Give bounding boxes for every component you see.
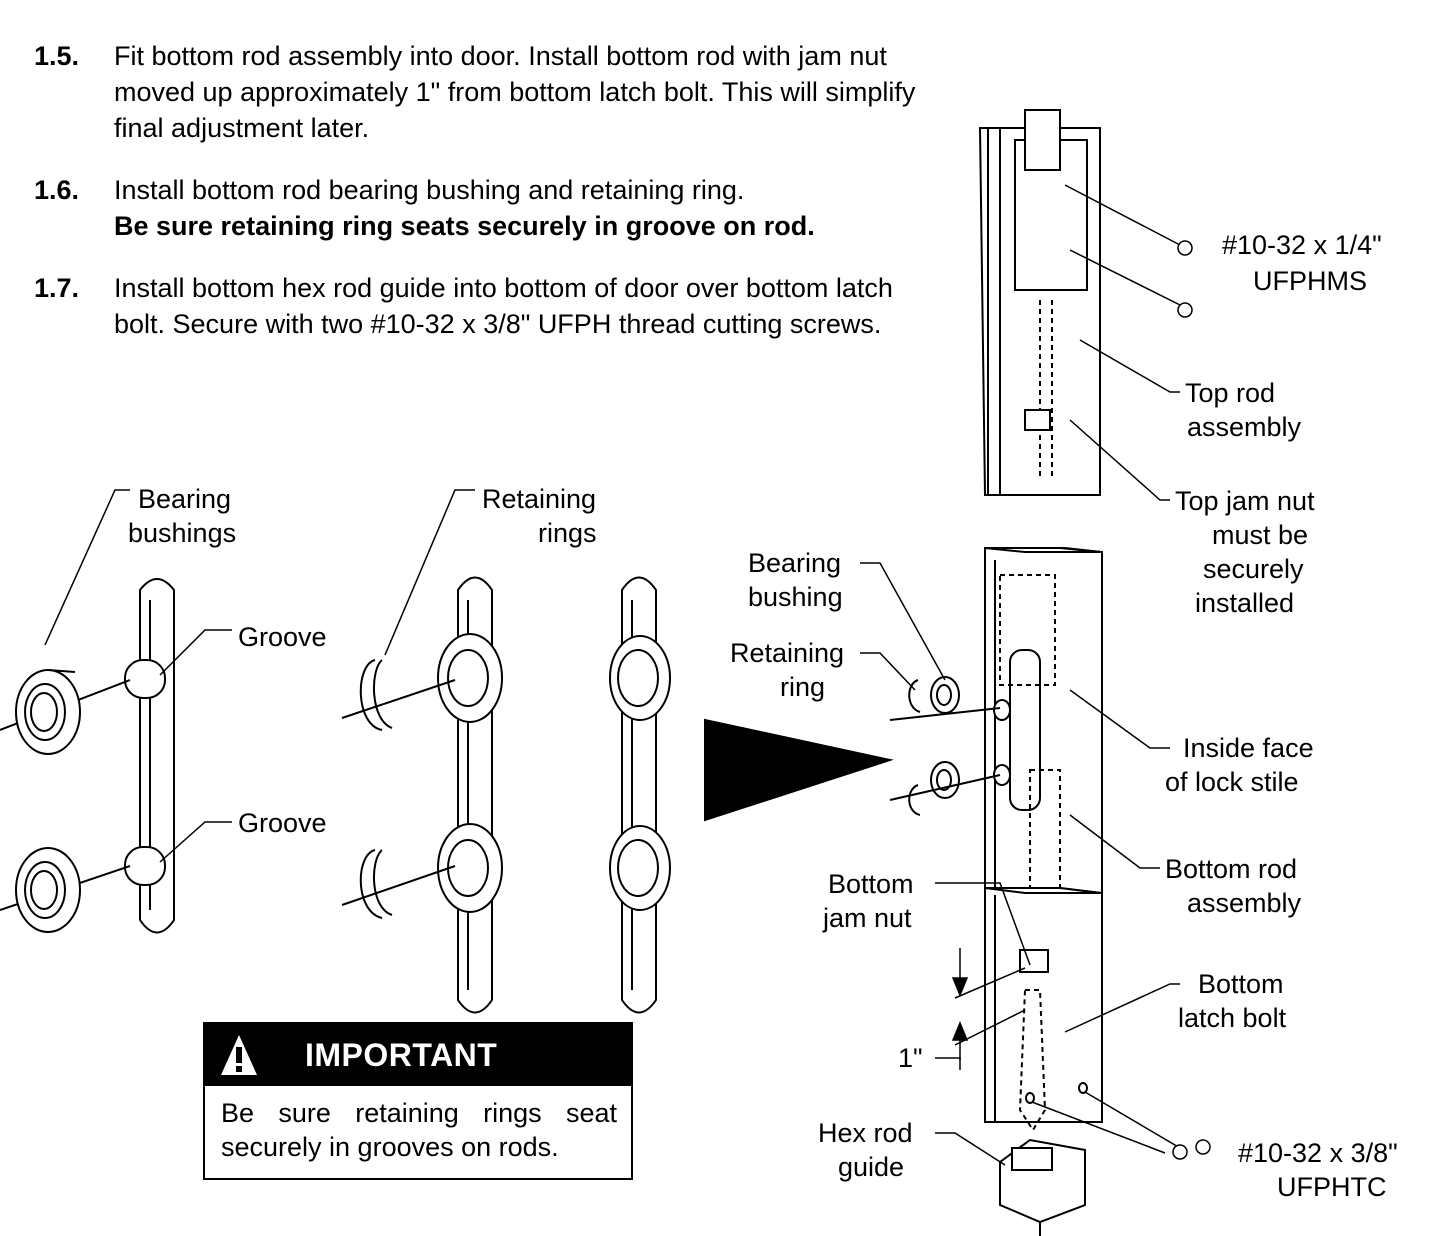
- label-hex-rod-1: Hex rod: [818, 1118, 913, 1148]
- label-hex-rod-2: guide: [838, 1152, 904, 1182]
- label-retaining-rings-1: Retaining: [482, 484, 596, 514]
- label-top-jam-3: securely: [1203, 554, 1304, 584]
- bushing-assembly: [889, 676, 1001, 816]
- retaining-ring-top: [359, 659, 393, 731]
- leaders-top: [1064, 184, 1193, 501]
- step-number: 1.6.: [34, 175, 80, 205]
- label-retaining-ring-1: Retaining: [730, 638, 844, 668]
- label-retaining-rings-2: rings: [538, 518, 597, 548]
- leaders-middle: [860, 562, 1170, 869]
- leader-lines-left: [44, 489, 232, 863]
- rod-with-rings: [341, 576, 503, 1014]
- label-screw-bottom-2: UFPHTC: [1277, 1172, 1387, 1202]
- bearing-bushing-top: [15, 669, 81, 755]
- step-emphasis: Be sure retaining ring seats securely in…: [114, 211, 815, 241]
- important-title: IMPORTANT: [305, 1036, 498, 1073]
- instruction-steps: 1.5. Fit bottom rod assembly into door. …: [34, 38, 934, 368]
- label-top-jam-1: Top jam nut: [1175, 486, 1315, 516]
- important-notice: IMPORTANT Be sure retaining rings seat s…: [203, 1022, 633, 1180]
- label-bearing-bushing-1: Bearing: [748, 548, 841, 578]
- label-groove-bottom: Groove: [238, 808, 327, 838]
- label-bottom-rod-1: Bottom rod: [1165, 854, 1297, 884]
- step-1-5: 1.5. Fit bottom rod assembly into door. …: [34, 38, 934, 146]
- important-text: Be sure retaining rings seat securely in…: [221, 1098, 617, 1162]
- label-bearing-bushings-2: bushings: [128, 518, 236, 548]
- step-text: Fit bottom rod assembly into door. Insta…: [114, 41, 916, 143]
- label-inside-face-1: Inside face: [1183, 733, 1314, 763]
- step-1-6: 1.6. Install bottom rod bearing bushing …: [34, 172, 934, 244]
- dimension-marks: [951, 948, 1026, 1070]
- warning-icon: [221, 1035, 257, 1075]
- leader-retaining-rings: [384, 489, 475, 656]
- step-text: Install bottom hex rod guide into bottom…: [114, 273, 893, 339]
- important-header: IMPORTANT: [205, 1024, 631, 1086]
- label-bottom-rod-2: assembly: [1187, 888, 1302, 918]
- label-bottom-jam-1: Bottom: [828, 869, 914, 899]
- retaining-ring-bottom: [359, 849, 393, 919]
- step-1-7: 1.7. Install bottom hex rod guide into b…: [34, 270, 934, 342]
- bottom-stile: [984, 887, 1103, 1132]
- label-top-jam-4: installed: [1195, 588, 1294, 618]
- rod-assembled: [609, 576, 671, 1014]
- label-top-rod-2: assembly: [1187, 412, 1302, 442]
- label-bottom-latch-2: latch bolt: [1178, 1003, 1287, 1033]
- step-number: 1.5.: [34, 41, 80, 71]
- step-text: Install bottom rod bearing bushing and r…: [114, 175, 745, 205]
- label-screw-top-2: UFPHMS: [1253, 266, 1367, 296]
- label-one-inch: 1": [898, 1043, 923, 1073]
- middle-stile: [984, 547, 1103, 916]
- label-top-rod-1: Top rod: [1185, 378, 1275, 408]
- label-bottom-jam-2: jam nut: [822, 903, 912, 933]
- label-retaining-ring-2: ring: [780, 672, 825, 702]
- label-bearing-bushings-1: Bearing: [138, 484, 231, 514]
- direction-arrow: [704, 718, 894, 822]
- top-stile: [978, 109, 1101, 496]
- label-screw-top-1: #10-32 x 1/4": [1222, 230, 1382, 260]
- label-screw-bottom-1: #10-32 x 3/8": [1238, 1138, 1398, 1168]
- leaders-bottom: [935, 882, 1211, 1166]
- hex-rod-guide-shape: [999, 1138, 1086, 1236]
- label-top-jam-2: must be: [1212, 520, 1308, 550]
- label-groove-top: Groove: [238, 622, 327, 652]
- label-bottom-latch-1: Bottom: [1198, 969, 1284, 999]
- label-inside-face-2: of lock stile: [1165, 767, 1299, 797]
- bearing-bushing-bottom: [15, 847, 81, 933]
- step-number: 1.7.: [34, 273, 80, 303]
- label-bearing-bushing-2: bushing: [748, 582, 843, 612]
